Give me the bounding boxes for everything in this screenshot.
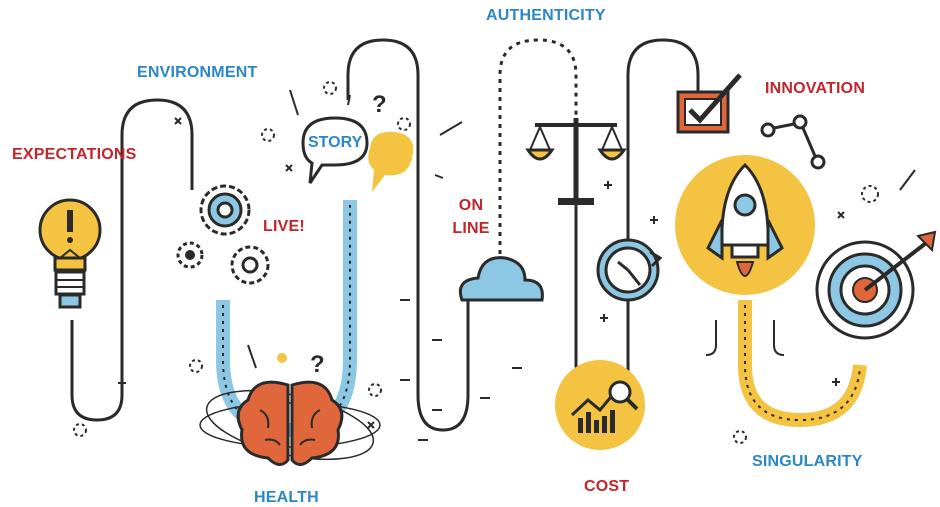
gears-icon xyxy=(176,184,270,285)
blue-tube xyxy=(216,200,357,438)
winding-path-4 xyxy=(626,38,700,240)
node-graph-icon xyxy=(760,114,826,170)
target-icon xyxy=(815,230,937,340)
lightbulb-icon xyxy=(38,198,102,309)
label-health: HEALTH xyxy=(254,489,319,506)
label-singularity: SINGULARITY xyxy=(752,453,863,470)
speech-bubble-icon xyxy=(301,116,414,192)
question-marks: ? ? xyxy=(310,91,387,378)
checkbox-icon xyxy=(676,73,742,134)
chart-magnifier-icon xyxy=(555,360,645,450)
winding-path xyxy=(70,98,194,422)
label-innovation: INNOVATION xyxy=(765,80,866,97)
label-online: ON LINE xyxy=(446,194,496,240)
label-authenticity: AUTHENTICITY xyxy=(486,7,606,24)
label-live: LIVE! xyxy=(263,218,305,235)
winding-path-2 xyxy=(346,38,470,432)
svg-text:?: ? xyxy=(310,351,325,378)
yellow-tube-dots xyxy=(744,305,861,422)
dotted-path xyxy=(498,38,578,290)
label-online-line2: LINE xyxy=(452,220,490,237)
label-online-line1: ON xyxy=(458,197,484,214)
svg-text:?: ? xyxy=(372,91,387,118)
brain-icon xyxy=(199,353,381,466)
label-expectations: EXPECTATIONS xyxy=(12,146,137,163)
label-story: STORY xyxy=(308,134,363,151)
label-cost: COST xyxy=(584,478,630,495)
balance-scale-icon xyxy=(525,118,627,205)
rocket-icon xyxy=(675,155,815,356)
decorative-marks xyxy=(73,81,916,444)
label-environment: ENVIRONMENT xyxy=(137,64,258,81)
clock-icon xyxy=(596,238,663,302)
cloud-icon xyxy=(458,256,544,302)
